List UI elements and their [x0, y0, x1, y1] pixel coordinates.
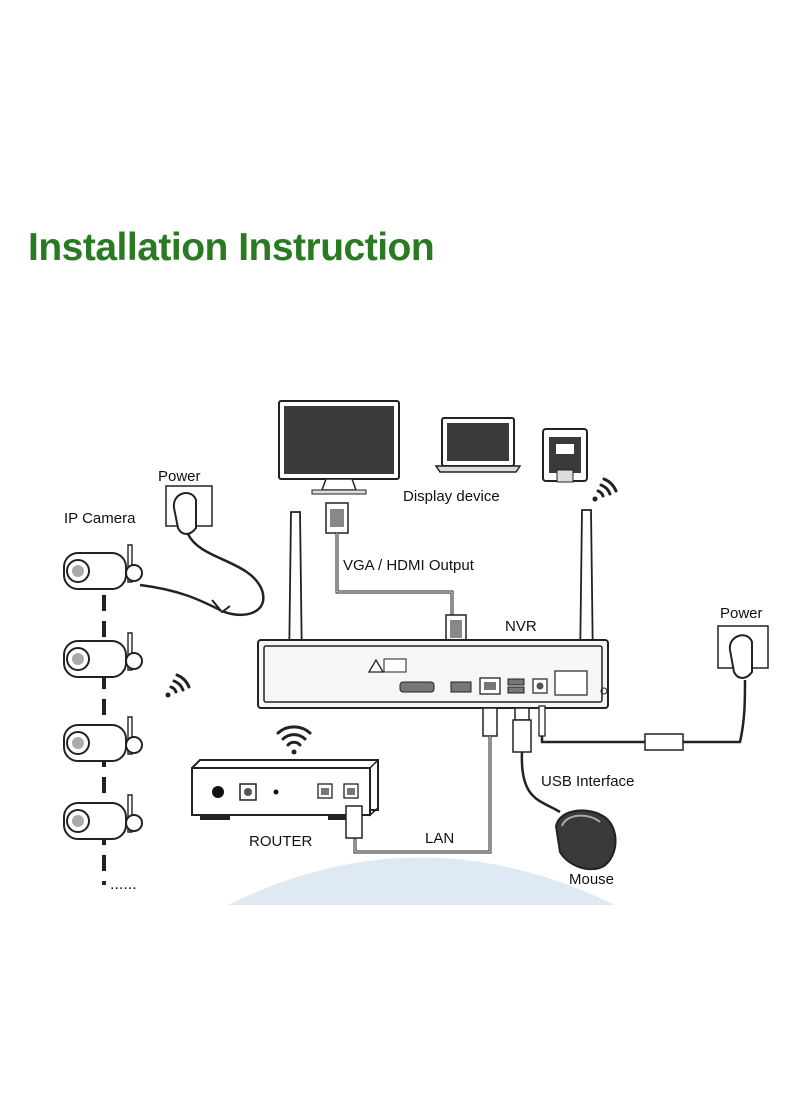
monitor-icon — [278, 400, 400, 495]
nvr-icon — [257, 509, 609, 709]
power-adapter-icon — [139, 485, 265, 617]
mouse-icon — [554, 809, 617, 871]
power-camera-label: Power — [158, 468, 201, 485]
vga-cable — [325, 502, 467, 644]
laptop-icon — [434, 417, 522, 473]
power-adapter-icon — [717, 625, 769, 679]
camera-icon — [63, 544, 143, 590]
router-icon — [191, 759, 379, 839]
camera-icon — [63, 794, 143, 840]
display-device-label: Display device — [403, 488, 500, 505]
nvr-cables — [353, 679, 747, 854]
wifi-icon — [165, 673, 191, 698]
ip-camera-label: IP Camera — [64, 510, 136, 527]
lan-label: LAN — [425, 830, 454, 847]
nvr-label: NVR — [505, 618, 537, 635]
mouse-label: Mouse — [569, 871, 614, 888]
vga-hdmi-label: VGA / HDMI Output — [343, 557, 475, 574]
router-label: ROUTER — [249, 833, 313, 850]
ground-shade — [228, 857, 615, 905]
power-nvr-label: Power — [720, 605, 763, 622]
wifi-icon — [592, 477, 618, 502]
more-cameras-label: ...... — [110, 876, 137, 893]
wifi-icon — [276, 725, 312, 755]
camera-icon — [63, 632, 143, 678]
camera-icon — [63, 716, 143, 762]
tablet-icon — [542, 428, 588, 483]
page-title: Installation Instruction — [28, 226, 435, 269]
usb-interface-label: USB Interface — [541, 773, 634, 790]
